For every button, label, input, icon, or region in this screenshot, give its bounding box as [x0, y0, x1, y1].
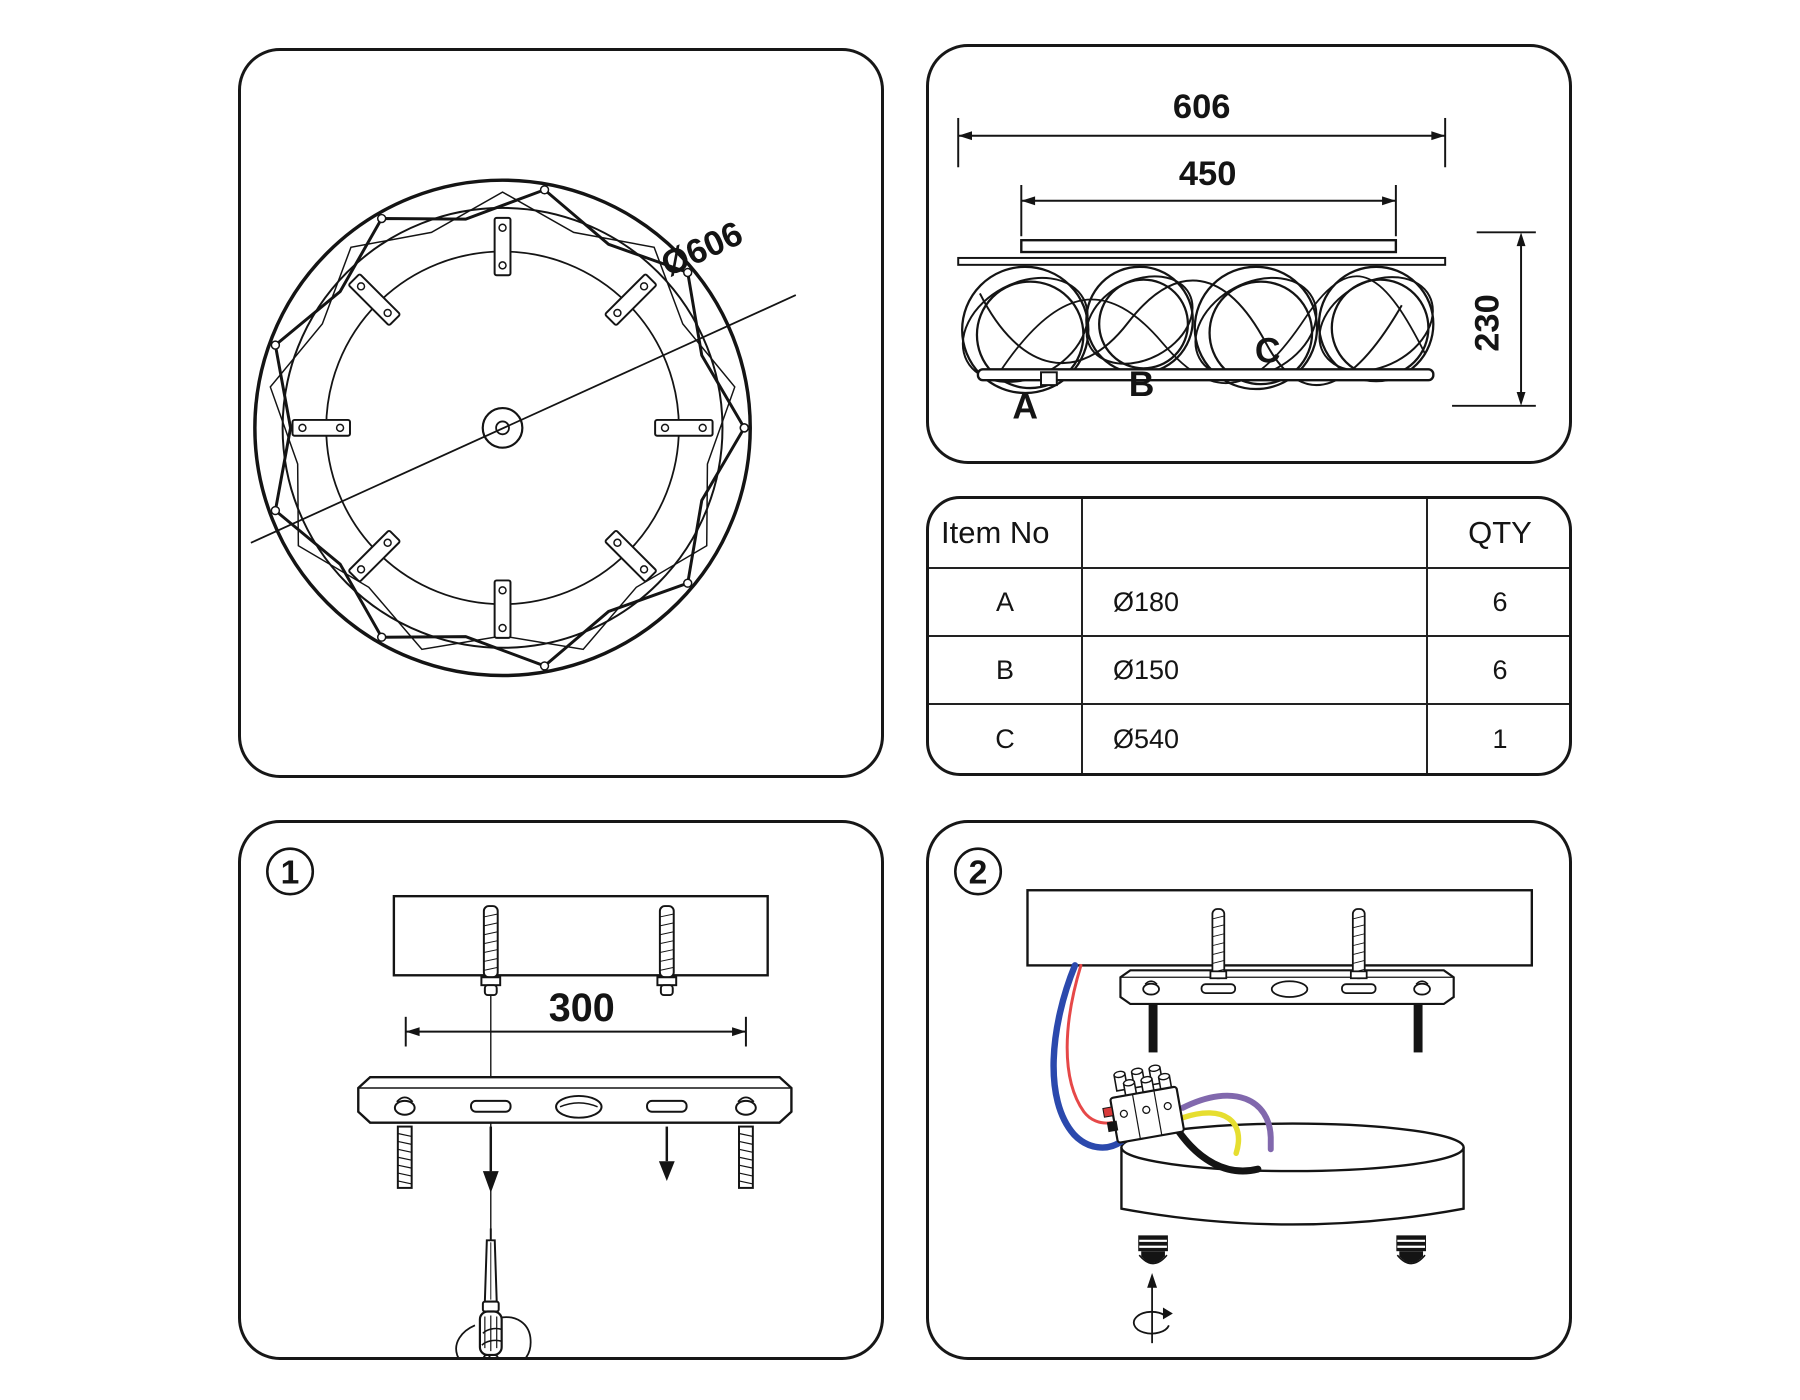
ring-c-bar — [976, 368, 1435, 382]
screw-slot — [646, 1099, 688, 1113]
terminal-black-mark — [1106, 1120, 1119, 1133]
canopy — [1120, 1122, 1465, 1226]
terminal-block — [1102, 1064, 1185, 1144]
top-rail — [957, 256, 1447, 266]
ring-cluster-c — [1193, 265, 1319, 391]
fixture-top-view: Ø606 — [250, 178, 797, 678]
step2-badge: 2 — [954, 847, 1003, 896]
screw-slot — [470, 1099, 512, 1113]
diameter-dimension-line — [250, 294, 797, 544]
weave-curve-1 — [979, 279, 1403, 386]
rim-weave-outer — [273, 188, 747, 668]
step1-drawing: 1 300 — [266, 847, 793, 1357]
table-row-c-qty: 1 — [1492, 723, 1508, 754]
rotation-arrow-icon — [1132, 1272, 1173, 1344]
table-row-b-item: B — [929, 637, 1083, 705]
step1-panel: 1 300 — [238, 820, 884, 1360]
table-row-b-spec: Ø150 — [1083, 637, 1428, 705]
ring-cluster-a — [961, 265, 1090, 395]
screw-icon — [396, 1125, 413, 1189]
dim-230-label: 230 — [1468, 294, 1506, 352]
wire-purple — [1179, 1092, 1274, 1153]
screw-icon — [738, 1125, 754, 1189]
table-row-b-qty: 6 — [1428, 637, 1569, 705]
ring-label-b: B — [1129, 364, 1155, 404]
ceiling-board — [392, 894, 769, 977]
center-hole — [555, 1094, 603, 1119]
wall-anchor-icon — [656, 905, 678, 997]
side-view-drawing: 606 450 — [957, 88, 1536, 427]
wall-anchor-icon — [1349, 908, 1368, 980]
mounting-tabs — [291, 216, 714, 639]
side-view-panel: 606 450 — [926, 44, 1572, 464]
socket-cap-icon — [1138, 1235, 1168, 1265]
hand-icon — [455, 1316, 532, 1357]
ring-label-a: A — [1012, 387, 1038, 427]
table-row-c-item: C — [929, 705, 1083, 773]
table-row-c-spec: Ø540 — [1083, 705, 1428, 773]
dim-450: 450 — [1020, 155, 1397, 237]
wire-black — [1175, 1128, 1262, 1175]
rim-nodes — [270, 185, 749, 671]
mounting-plate — [357, 1075, 793, 1124]
keyhole-slot — [735, 1096, 757, 1116]
wall-anchor-icon — [1209, 908, 1228, 980]
top-view-drawing: Ø606 — [250, 178, 797, 678]
rim-weave-inner — [269, 191, 736, 651]
canopy-plate — [1020, 239, 1398, 254]
ceiling-board — [1026, 889, 1534, 967]
down-arrow-icon — [658, 1126, 675, 1181]
dim-450-label: 450 — [1179, 155, 1237, 193]
center-hole — [1270, 980, 1309, 998]
terminal-red-mark — [1102, 1106, 1114, 1118]
step1-number: 1 — [281, 854, 300, 891]
step2-drawing: 2 — [954, 847, 1534, 1344]
diameter-label: Ø606 — [656, 215, 749, 285]
step2-number: 2 — [969, 854, 988, 891]
table-header-spec — [1083, 499, 1428, 569]
screw-slot — [1341, 983, 1377, 994]
parts-table: Item No QTY A Ø180 6 B Ø150 6 C Ø540 1 — [926, 496, 1572, 776]
hanging-screw — [1148, 1003, 1158, 1053]
wiring — [1050, 962, 1274, 1175]
screwdriver-icon — [478, 1228, 503, 1357]
keyhole-slot — [1413, 980, 1431, 996]
step1-badge: 1 — [266, 847, 315, 896]
wire-red — [1065, 963, 1114, 1125]
dim-606-label: 606 — [1173, 88, 1231, 126]
wire-yellow — [1180, 1110, 1242, 1157]
table-row-a-qty: 6 — [1428, 569, 1569, 637]
dim-300: 300 — [404, 986, 747, 1047]
screw-slot — [1200, 983, 1237, 994]
hanging-screw — [1413, 1003, 1423, 1053]
wall-anchor-icon — [480, 905, 502, 997]
keyhole-slot — [1142, 980, 1160, 996]
table-row-a-spec: Ø180 — [1083, 569, 1428, 637]
fixture-side-view: A B C — [957, 239, 1447, 427]
ring-sleeve — [1040, 371, 1058, 387]
table-header-qty: QTY — [1428, 499, 1569, 569]
mounting-plate — [1119, 969, 1455, 1006]
table-row-a-item: A — [929, 569, 1083, 637]
dim-300-label: 300 — [549, 986, 615, 1030]
keyhole-slot — [393, 1096, 416, 1116]
ring-label-c: C — [1255, 330, 1281, 370]
dim-606: 606 — [957, 88, 1447, 168]
table-header-item: Item No — [929, 499, 1083, 569]
dim-230: 230 — [1452, 231, 1536, 407]
top-view-panel: Ø606 — [238, 48, 884, 778]
step2-panel: 2 — [926, 820, 1572, 1360]
down-arrow-icon — [482, 1126, 499, 1193]
wire-blue — [1050, 962, 1125, 1151]
socket-cap-icon — [1396, 1235, 1427, 1265]
weave-curve-2 — [998, 275, 1427, 384]
